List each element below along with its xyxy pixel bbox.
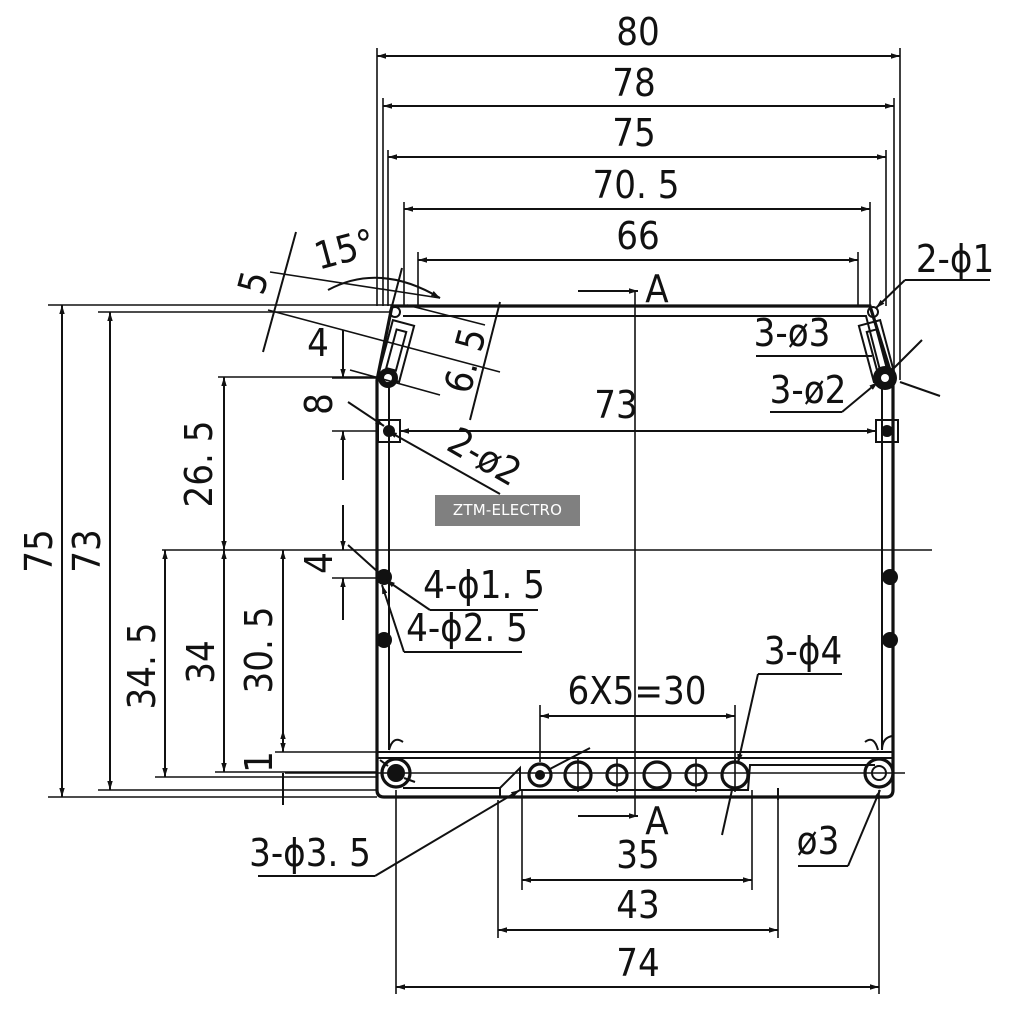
dim-75-height: 75 <box>17 529 61 573</box>
callout-3-phi3: 3-ø3 <box>754 311 831 355</box>
dim-74: 74 <box>616 941 660 985</box>
dim-73-width: 73 <box>594 383 638 427</box>
dim-6-5: 6. 5 <box>436 323 495 397</box>
callout-2-phi1: 2-ϕ1 <box>916 237 994 281</box>
dim-4-vertical: 4 <box>297 552 341 574</box>
dim-34-5: 34. 5 <box>120 623 164 710</box>
callout-3-phi2: 3-ø2 <box>770 368 847 412</box>
bottom-dimension-lines <box>395 790 880 994</box>
dim-26-5: 26. 5 <box>177 421 221 508</box>
section-mark-top: A <box>645 267 669 311</box>
hinge-angle-dims <box>262 231 501 421</box>
dim-70-5: 70. 5 <box>593 163 680 207</box>
callout-3-phi4: 3-ϕ4 <box>764 629 842 673</box>
dim-30-5: 30. 5 <box>237 607 281 694</box>
callout-leaders <box>258 279 990 877</box>
dim-4-angled: 4 <box>307 321 329 365</box>
left-dimension-lines <box>48 304 392 805</box>
dim-35: 35 <box>616 833 660 877</box>
dim-75-width: 75 <box>612 111 656 155</box>
callout-2-phi2: 2-ø2 <box>440 419 528 495</box>
section-arrows <box>578 288 638 819</box>
callout-3-phi3-5: 3-ϕ3. 5 <box>249 831 371 875</box>
callout-4-phi2-5: 4-ϕ2. 5 <box>406 606 528 650</box>
callout-4-phi1-5: 4-ϕ1. 5 <box>423 563 545 607</box>
dim-6x5-30: 6X5=30 <box>567 669 706 713</box>
section-mark-bottom: A <box>645 799 669 843</box>
watermark-label: ZTM-ELECTRO <box>435 495 580 526</box>
callout-phi3: ø3 <box>797 819 840 863</box>
dim-15-degrees: 15° <box>310 220 380 278</box>
dim-34: 34 <box>179 640 223 684</box>
dim-80: 80 <box>616 10 660 54</box>
dim-78: 78 <box>612 61 656 105</box>
dim-43: 43 <box>616 883 660 927</box>
dim-66: 66 <box>616 214 660 258</box>
dim-8: 8 <box>297 393 341 415</box>
top-dimension-lines <box>376 48 901 434</box>
dim-1: 1 <box>237 751 281 773</box>
holes <box>376 306 899 792</box>
dim-73-height: 73 <box>65 529 109 573</box>
